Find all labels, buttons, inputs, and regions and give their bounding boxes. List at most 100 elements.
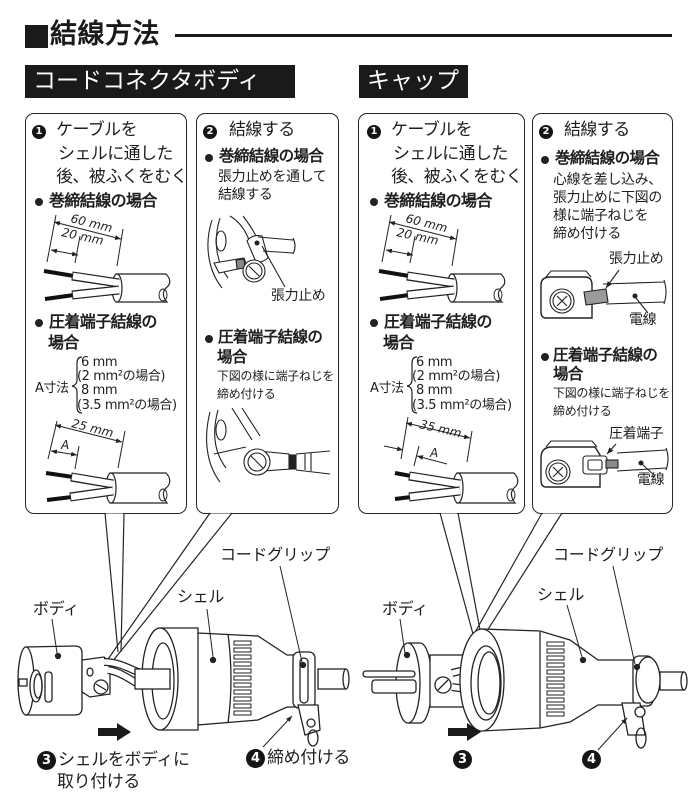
body-label: ボディ	[382, 599, 428, 618]
cap-assembly-leaders	[399, 565, 636, 751]
crimp-terminal-callout: 圧着端子	[609, 426, 664, 442]
attach-direction-arrow-icon	[448, 723, 481, 741]
shell-leader	[566, 604, 583, 658]
crimp-case-heading: 圧着端子結線の	[384, 312, 492, 331]
callout-leader	[605, 269, 620, 289]
tension-clamp-illustration	[540, 269, 667, 319]
wrap-case-description: 心線を差し込み、	[553, 172, 662, 188]
extension-line	[116, 228, 124, 267]
grip-leader	[612, 565, 636, 665]
body-label: ボディ	[33, 599, 79, 618]
bullet-icon	[205, 335, 213, 343]
crimp-case-description: 締め付ける	[553, 404, 612, 418]
extension-line	[451, 228, 459, 267]
connector-body-assembly	[17, 627, 350, 747]
callout-dot	[579, 656, 587, 664]
a-dimension-value: 6 mm	[81, 355, 118, 370]
callout-leader	[635, 297, 649, 314]
crimp-case-heading: 場合	[383, 333, 414, 352]
extension-line	[47, 420, 58, 460]
brace	[71, 356, 83, 414]
terminal-block	[429, 654, 466, 708]
cord-grip-label: コードグリップ	[220, 545, 330, 564]
body-leader	[399, 618, 406, 654]
plug-blade	[371, 679, 417, 694]
body-step1-tail	[120, 512, 125, 653]
dimension-line-outer	[388, 221, 457, 240]
crimp-case-heading: 場合	[48, 333, 79, 352]
dimension-line-outer	[405, 422, 471, 439]
step-number-badge: 2	[539, 125, 553, 139]
cap-assembly	[362, 628, 688, 749]
extension-line	[466, 430, 473, 463]
step1-title-line: ケーブルを	[56, 120, 138, 140]
strip-diagram-wrap: 60 mm 20 mm	[43, 211, 171, 303]
shell-part	[134, 627, 301, 731]
dimension-inner-label: A	[429, 446, 438, 460]
crimp-case-heading: 圧着端子結線の	[218, 328, 323, 346]
dimension-outer-label: 35 mm	[418, 417, 463, 440]
plug-blade	[362, 670, 416, 678]
callout-dot	[299, 661, 307, 669]
bullet-icon	[35, 198, 43, 206]
dimension-line-inner	[50, 248, 79, 257]
dimension-line-outer	[54, 424, 123, 443]
cable-illustration	[394, 471, 519, 504]
wrap-case-description: 様に端子ねじを	[553, 208, 649, 224]
shell-label: シェル	[177, 587, 225, 606]
step1-title-line: ケーブルを	[391, 120, 473, 140]
shell-label: シェル	[537, 585, 585, 604]
extension-line	[117, 430, 126, 469]
tighten-leader	[597, 717, 628, 751]
dimension-line-inner	[385, 248, 414, 257]
wrap-case-heading: 巻締結線の場合	[219, 147, 324, 165]
callout-leader	[641, 463, 656, 477]
brace	[406, 356, 418, 414]
crimp-case-description: 下図の様に端子ねじを	[553, 386, 671, 400]
crimp-case-description: 締め付ける	[217, 387, 276, 401]
callout-dot	[254, 240, 260, 246]
step2-title: 結線する	[564, 120, 630, 140]
step1-title-line: 後、被ふくをむく	[56, 167, 188, 187]
crimp-case-heading: 場合	[553, 365, 583, 383]
section-label-cap: キャップ	[359, 65, 468, 98]
dimension-line-inner	[416, 455, 448, 465]
dimension-outer-label: 25 mm	[70, 416, 115, 440]
title-square-icon	[25, 25, 48, 48]
cable-illustration	[378, 269, 506, 303]
step-number-badge: 3	[37, 751, 56, 770]
bullet-icon	[205, 154, 213, 162]
body-part	[17, 645, 83, 716]
shell-leader	[206, 608, 214, 658]
dimension-inner-label: A	[60, 438, 69, 452]
crimp-terminal-illustration	[540, 440, 669, 488]
step4-text: 締め付ける	[267, 748, 350, 768]
step3-text: シェルをボディに	[58, 750, 190, 770]
step2-title: 結線する	[229, 120, 295, 140]
a-dimension-label: A寸法	[370, 381, 404, 396]
a-dimension-note: (2 mm²の場合)	[412, 369, 501, 384]
tension-clamp-callout: 張力止め	[271, 288, 326, 304]
a-dimension-value: 8 mm	[81, 383, 118, 398]
dimension-line-outer	[53, 221, 122, 240]
plug-part	[362, 642, 433, 724]
wrap-case-description: 張力止めに下図の	[553, 190, 662, 206]
wrap-case-description: 結線する	[218, 187, 273, 203]
step3-text: 取り付ける	[57, 772, 140, 792]
wrap-case-description: 張力止めを通して	[218, 169, 327, 185]
step-number-badge: 1	[32, 125, 46, 139]
wrap-case-heading: 巻締結線の場合	[555, 149, 660, 167]
title-rule	[175, 34, 672, 37]
step-number-badge: 1	[367, 125, 381, 139]
a-dimension-note: (3.5 mm²の場合)	[77, 398, 177, 413]
cable-illustration	[45, 471, 171, 504]
dimension-line-inner	[383, 445, 404, 452]
shell-part	[459, 628, 638, 732]
body-step1-panel	[25, 113, 187, 514]
wrap-case-description: 締め付ける	[553, 226, 621, 242]
cord-grip	[621, 655, 688, 749]
dimension-line-inner	[50, 449, 78, 457]
wire-callout: 電線	[629, 312, 657, 328]
body-assembly-leaders	[51, 565, 303, 748]
